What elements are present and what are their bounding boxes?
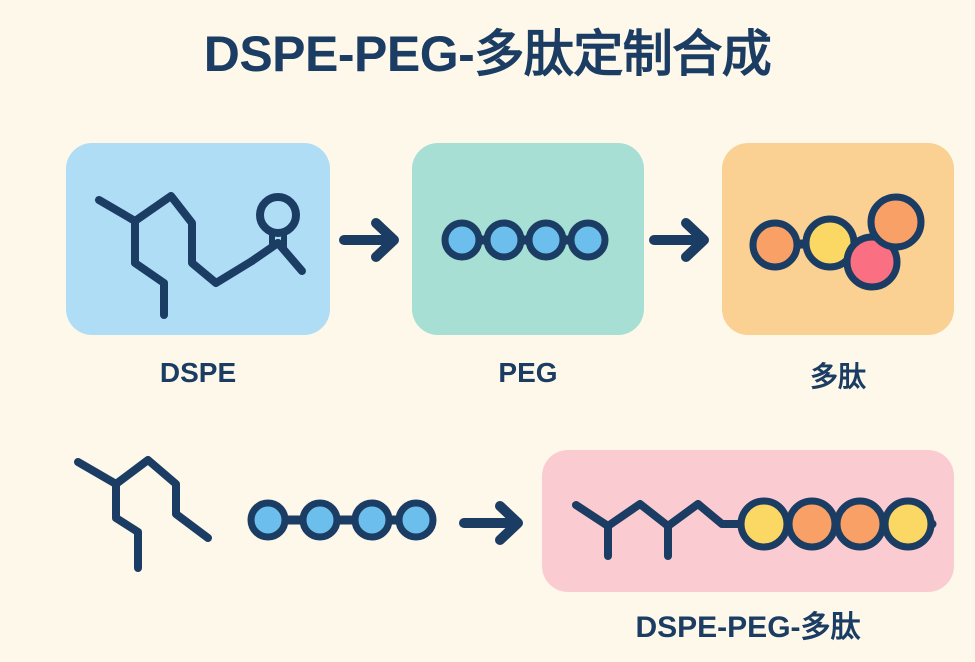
conjugate-bead [881,497,935,551]
conjugate-bead [737,497,791,551]
card-label-peg: PEG [498,357,558,388]
page-title: DSPE-PEG-多肽定制合成 [203,26,772,82]
peg-bead [351,499,393,541]
peg-bead [567,219,609,261]
right-arrow-icon [649,218,709,262]
right-arrow-icon [459,501,523,545]
conjugate-bead [833,497,887,551]
peg-bead-chain-icon [441,219,609,261]
peg-bead [525,219,567,261]
peg-bead [299,499,341,541]
peg-bead [441,219,483,261]
peptide-residue [749,219,801,271]
dspe-peg-peptide-conjugate-icon [572,497,937,560]
card-label-dspe: DSPE [159,357,237,388]
peg-bead-chain-icon [247,499,437,541]
peptide-residue [867,193,925,251]
peg-bead [483,219,525,261]
card-label-peptide: 多肽 [809,361,866,392]
peg-bead [395,499,437,541]
lipid-chain-molecule-icon [95,192,306,319]
peg-bead [247,499,289,541]
lipid-chain-molecule-icon [74,456,212,572]
card-label-product: DSPE-PEG-多肽 [635,611,861,644]
right-arrow-icon [339,218,399,262]
carbonyl-circle-icon [256,193,300,237]
conjugate-bead [785,497,839,551]
peptide-residue-cluster-icon [749,193,925,291]
